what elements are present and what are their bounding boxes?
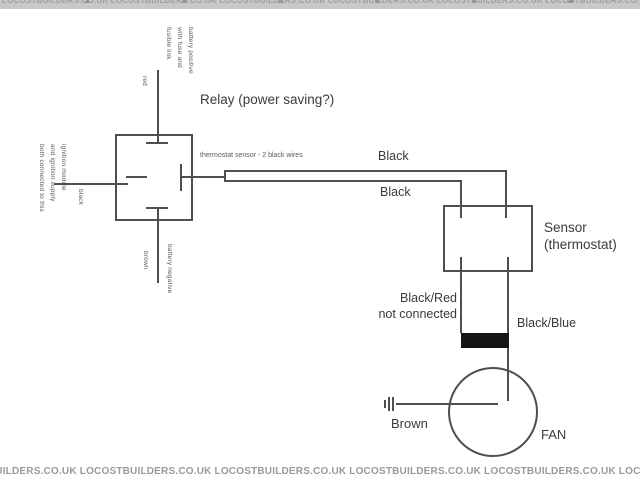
sensor-label-line2: (thermostat) xyxy=(544,237,617,252)
wire-relay-to-cable xyxy=(180,176,225,178)
watermark-strip-top: ▲ ▲ ▲ ▲ ▲ ▲ ▲ ▲ ▲ LOCOSTBUILDERS.CO.UK L… xyxy=(0,0,640,9)
black-red-label: Black/Red not connected xyxy=(350,290,457,322)
wire-color-black-label: black xyxy=(77,189,84,206)
sensor-label-line1: Sensor xyxy=(544,220,587,235)
wire-black-left-drop xyxy=(460,180,462,218)
battery-positive-line2: with fuse and xyxy=(176,27,183,68)
ignition-line2: and ignition supply xyxy=(49,144,56,202)
ignition-label: ignition module and ignition supply both… xyxy=(36,144,69,222)
ignition-line1: ignition module xyxy=(60,144,67,191)
ground-icon-bar2 xyxy=(388,397,390,411)
wire-battery-positive xyxy=(157,70,159,144)
wire-black-red xyxy=(460,257,462,333)
cable-wire-top xyxy=(224,170,507,172)
wire-color-brown-label: brown xyxy=(142,251,149,270)
wire-ignition xyxy=(54,183,128,185)
ground-icon xyxy=(384,400,386,408)
fan-circle xyxy=(448,367,538,457)
sensor-box xyxy=(443,205,533,272)
wire-battery-negative xyxy=(157,208,159,283)
black-red-line2: not connected xyxy=(378,307,457,321)
ignition-line3: both connected to this xyxy=(38,144,45,213)
ground-icon-bar3 xyxy=(392,397,394,411)
watermark-text-bottom: LOCOSTBUILDERS.CO.UK LOCOSTBUILDERS.CO.U… xyxy=(0,466,640,477)
sensor-label: Sensor (thermostat) xyxy=(544,219,617,253)
watermark-triangle-icons: ▲ ▲ ▲ ▲ ▲ ▲ ▲ ▲ ▲ xyxy=(0,0,640,6)
relay-terminal-left xyxy=(126,176,147,178)
wire-black-right-drop xyxy=(505,170,507,218)
battery-positive-line3: fusible link xyxy=(165,27,172,60)
relay-title: Relay (power saving?) xyxy=(200,92,335,107)
watermark-strip-bottom: LOCOSTBUILDERS.CO.UK LOCOSTBUILDERS.CO.U… xyxy=(0,464,640,480)
black-red-line1: Black/Red xyxy=(400,291,457,305)
battery-positive-line1: battery positive xyxy=(187,27,194,74)
battery-negative-label: battery negative xyxy=(166,244,173,294)
cable-left-end xyxy=(224,170,226,182)
black-blue-label: Black/Blue xyxy=(517,316,577,330)
watermark-text-top: LOCOSTBUILDERS.CO.UK LOCOSTBUILDERS.CO.U… xyxy=(2,0,640,5)
relay-terminal-top xyxy=(146,142,168,144)
black-wire-label-bottom: Black xyxy=(380,185,411,199)
fan-label: FAN xyxy=(541,427,567,442)
cable-note: thermostat sensor - 2 black wires xyxy=(200,152,303,159)
wire-black-blue xyxy=(507,257,509,401)
black-wire-label-top: Black xyxy=(378,149,409,163)
cable-wire-bottom xyxy=(224,180,462,182)
battery-positive-label: battery positive with fuse and fusible l… xyxy=(163,27,196,102)
wire-color-red-label: red xyxy=(141,76,148,86)
brown-wire-label: Brown xyxy=(391,416,428,431)
wire-brown-ground xyxy=(396,403,498,405)
tape-not-connected xyxy=(461,333,509,348)
